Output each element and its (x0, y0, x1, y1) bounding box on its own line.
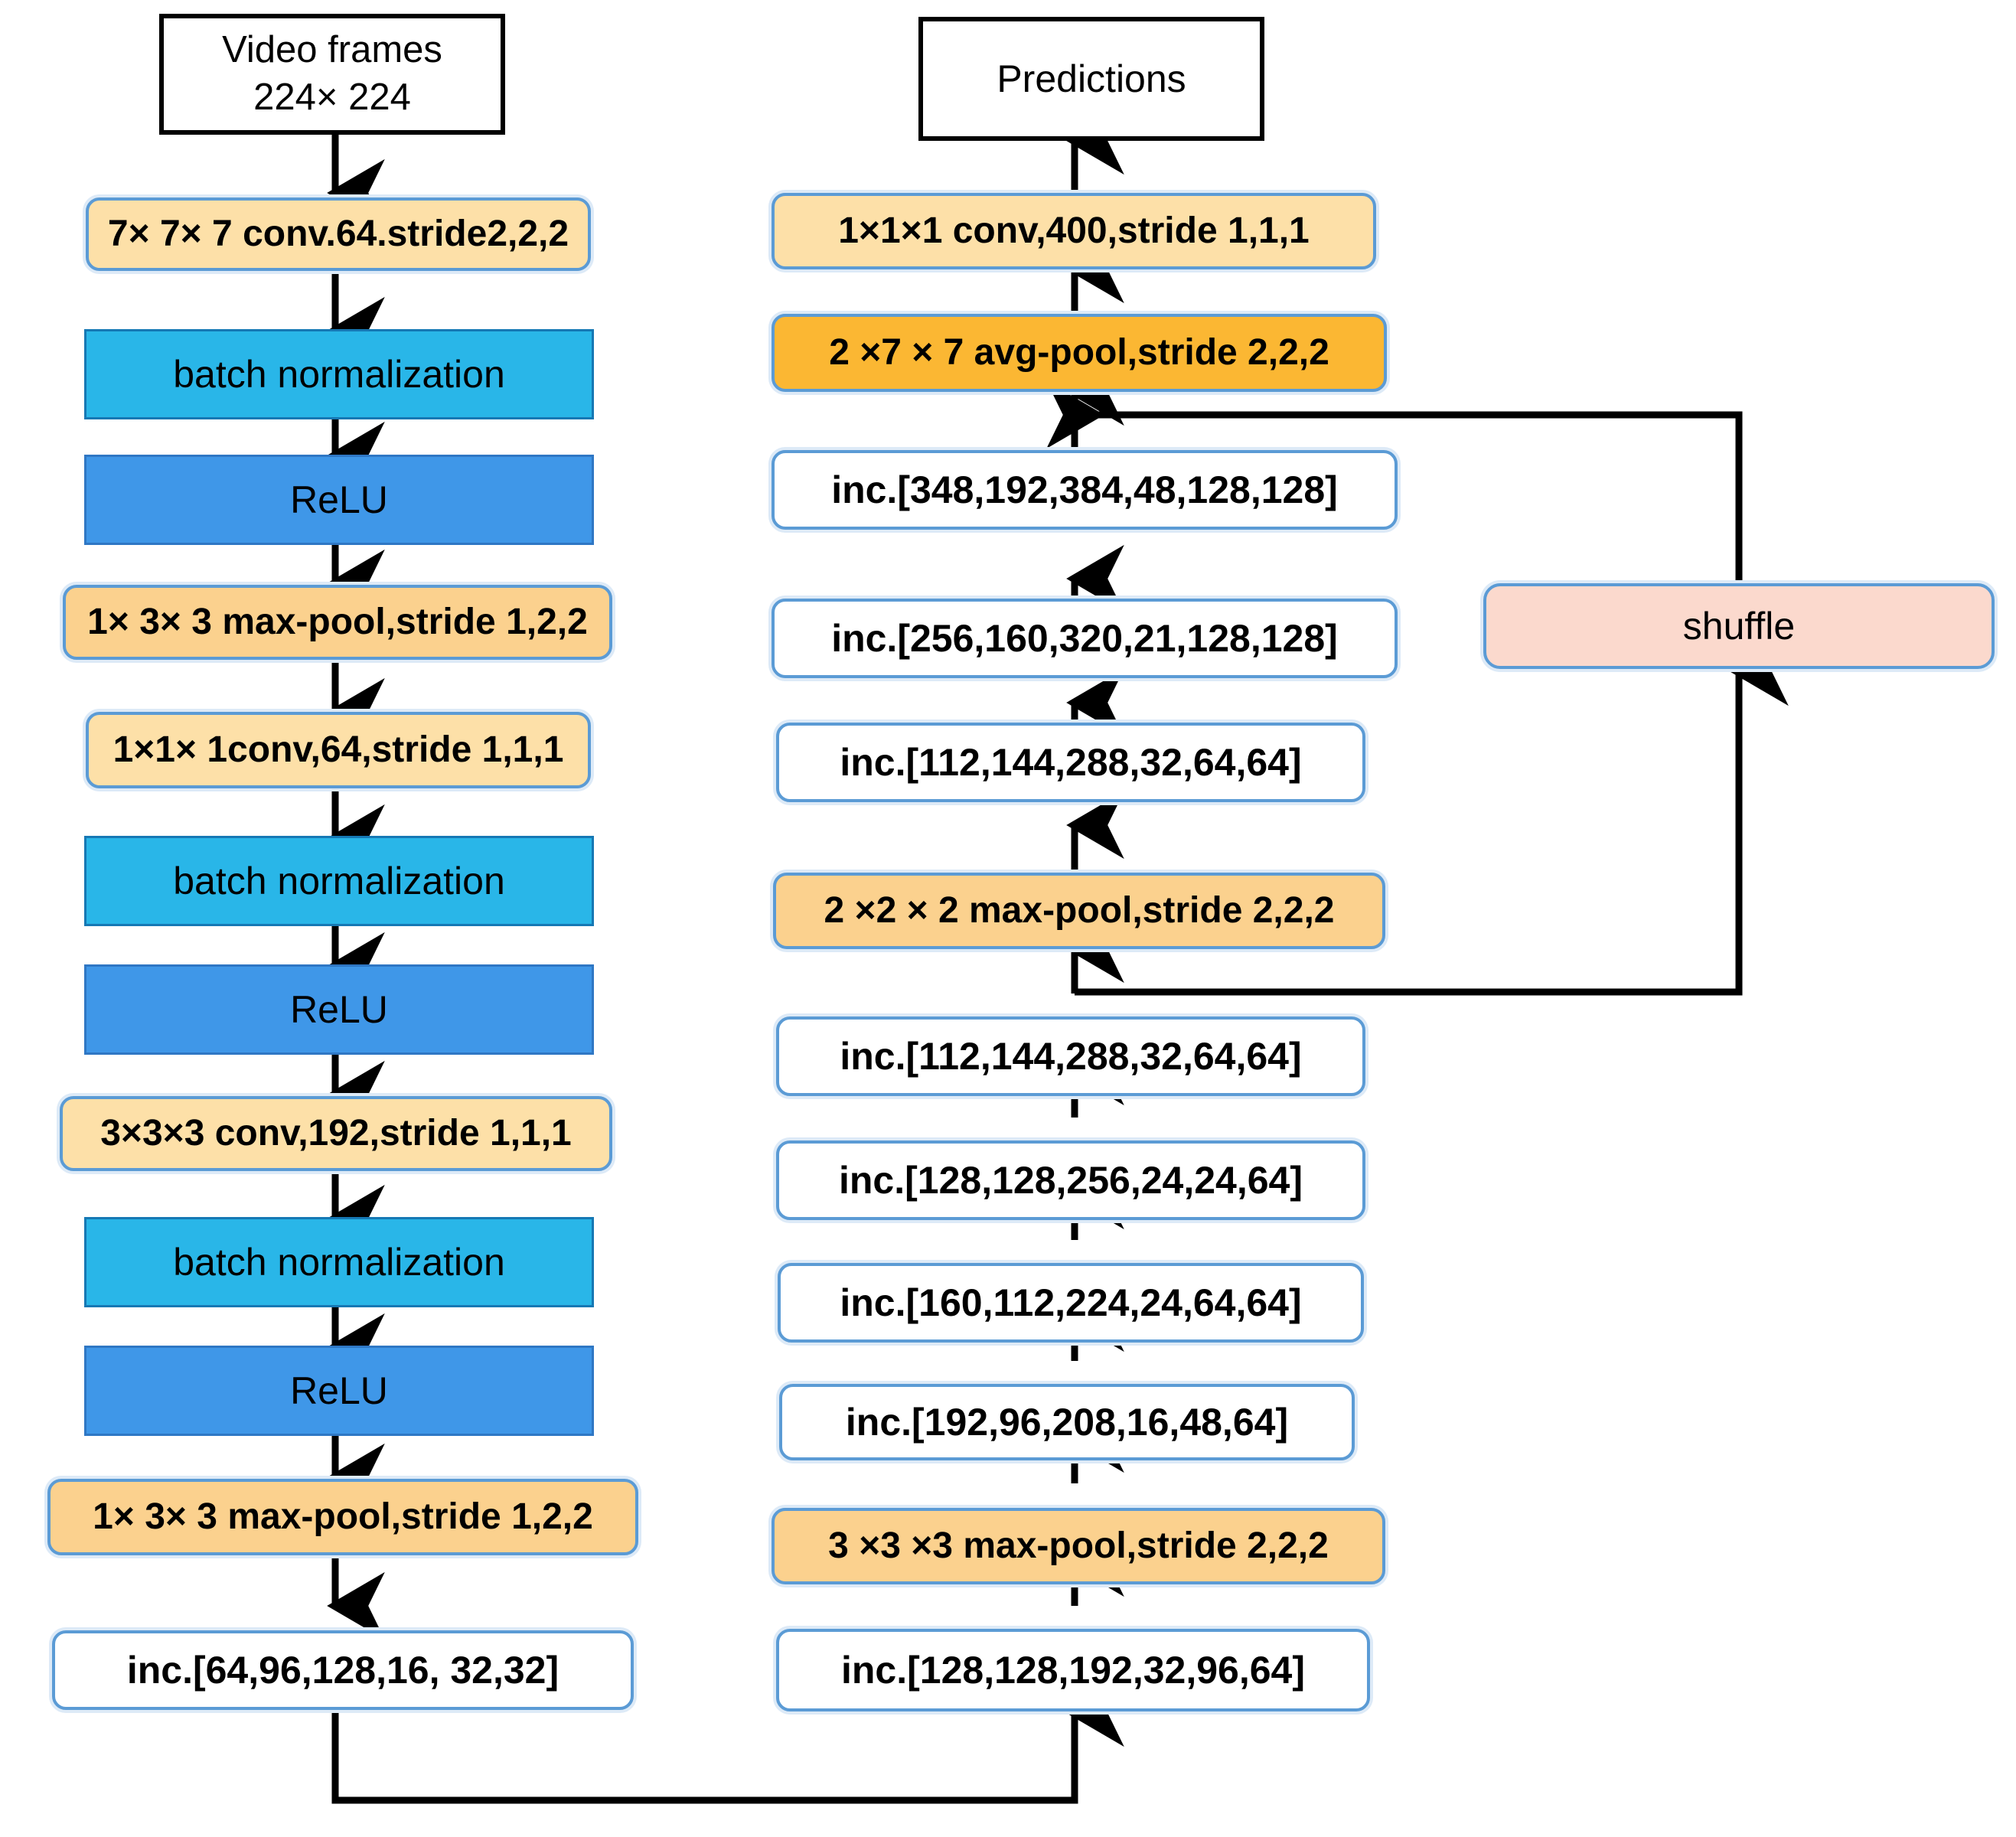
node-relu-1: ReLU (84, 455, 594, 545)
node-inception-a: inc.[64,96,128,16, 32,32] (52, 1630, 634, 1710)
node-avgpool: 2 ×7 × 7 avg-pool,stride 2,2,2 (771, 314, 1387, 392)
node-relu-3: ReLU (84, 1346, 594, 1436)
node-inception-h: inc.[348,192,384,48,128,128] (771, 450, 1398, 530)
node-shuffle: shuffle (1483, 583, 1995, 669)
node-batch-normalization-2: batch normalization (84, 836, 594, 926)
video-frames-line2: 224× 224 (253, 77, 411, 118)
node-maxpool-3: 2 ×2 × 2 max-pool,stride 2,2,2 (773, 873, 1385, 949)
node-inception-c: inc.[160,112,224,24,64,64] (778, 1263, 1364, 1343)
node-inception-g: inc.[256,160,320,21,128,128] (771, 599, 1398, 678)
node-relu-2: ReLU (84, 964, 594, 1055)
node-maxpool-2: 1× 3× 3 max-pool,stride 1,2,2 (47, 1479, 638, 1555)
video-frames-line1: Video frames (222, 29, 442, 71)
node-conv400: 1×1×1 conv,400,stride 1,1,1 (771, 193, 1376, 269)
node-maxpool-4: 3 ×3 ×3 max-pool,stride 2,2,2 (771, 1508, 1385, 1584)
node-conv7: 7× 7× 7 conv.64.stride2,2,2 (86, 197, 591, 271)
node-inception-e: inc.[112,144,288,32,64,64] (776, 1016, 1365, 1096)
node-inception-d: inc.[128,128,256,24,24,64] (776, 1140, 1365, 1220)
node-batch-normalization-3: batch normalization (84, 1217, 594, 1307)
node-inception-b2: inc.[192,96,208,16,48,64] (779, 1384, 1355, 1460)
node-maxpool-1: 1× 3× 3 max-pool,stride 1,2,2 (63, 585, 612, 660)
node-conv3: 3×3×3 conv,192,stride 1,1,1 (60, 1096, 612, 1171)
edge-inc-a-to-inc-b (331, 1679, 1124, 1804)
node-predictions: Predictions (918, 17, 1264, 141)
node-video-frames: Video frames 224× 224 (159, 14, 505, 135)
node-inception-b: inc.[128,128,192,32,96,64] (776, 1629, 1370, 1711)
node-batch-normalization-1: batch normalization (84, 329, 594, 419)
node-conv1x1: 1×1× 1conv,64,stride 1,1,1 (86, 712, 591, 788)
node-inception-f: inc.[112,144,288,32,64,64] (776, 723, 1365, 802)
